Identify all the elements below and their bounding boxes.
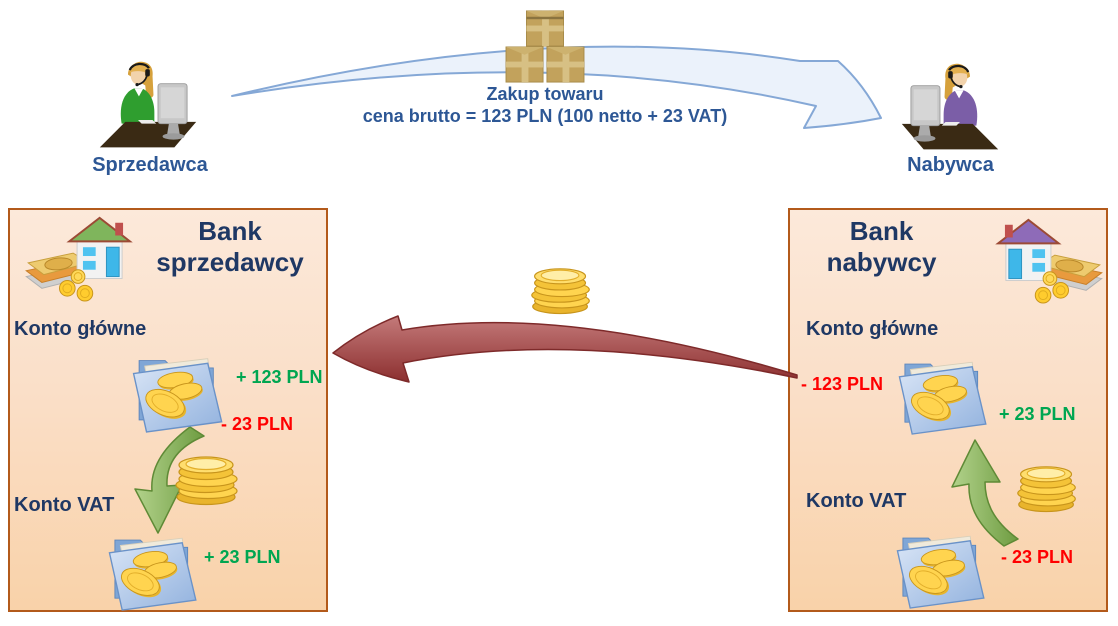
seller-label: Sprzedawca — [92, 154, 208, 176]
seller-main-debit: - 23 PLN — [221, 414, 294, 434]
buyer-vat-account-label: Konto VAT — [806, 490, 907, 512]
seller-main-account-label: Konto główne — [14, 318, 147, 340]
buyer-bank-title-line2: nabywcy — [826, 246, 937, 277]
seller-bank-title: Bank sprzedawcy — [134, 216, 326, 277]
payment-coins-icon — [531, 268, 590, 315]
seller-main-credit: + 123 PLN — [236, 367, 323, 387]
purchase-detail: cena brutto = 123 PLN (100 netto + 23 VA… — [362, 106, 728, 126]
buyer-main-account-label: Konto główne — [806, 318, 939, 340]
buyer-person-icon — [900, 62, 1000, 151]
payment-flow-arrow — [332, 315, 798, 383]
seller-person-icon — [98, 60, 198, 149]
buyer-main-credit: + 23 PLN — [999, 404, 1076, 424]
buyer-bank-title: Bank nabywcy — [794, 216, 969, 277]
seller-bank-title-line1: Bank — [198, 216, 262, 246]
buyer-bank-title-line1: Bank — [849, 216, 914, 246]
buyer-vat-debit: - 23 PLN — [1001, 547, 1074, 567]
goods-boxes-icon — [505, 10, 585, 83]
purchase-title: Zakup towaru — [486, 84, 604, 104]
buyer-label: Nabywca — [907, 154, 994, 176]
seller-vat-account-label: Konto VAT — [14, 494, 115, 516]
buyer-main-debit: - 123 PLN — [801, 374, 884, 394]
seller-bank-title-line2: sprzedawcy — [156, 246, 304, 277]
seller-vat-credit: + 23 PLN — [204, 547, 281, 567]
